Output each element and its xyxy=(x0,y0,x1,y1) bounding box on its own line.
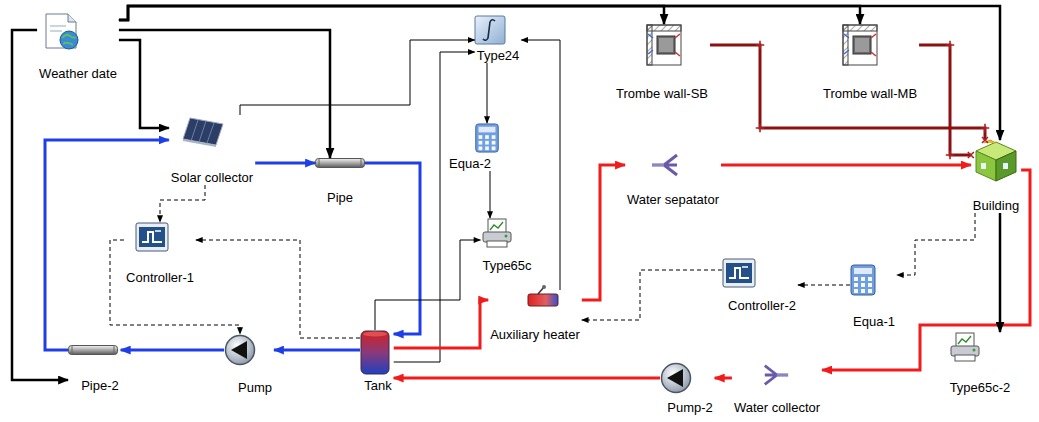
component-block: Controller-2 xyxy=(722,258,798,313)
data-link xyxy=(375,240,480,330)
equation-icon xyxy=(851,265,875,295)
component-block: Type65c xyxy=(480,218,533,273)
component-block: Pump-2 xyxy=(660,362,715,415)
component-label: Controller-1 xyxy=(125,270,195,285)
fluid-pipe xyxy=(255,162,315,165)
component-label: Building xyxy=(972,198,1020,213)
component-label: Pipe xyxy=(326,190,354,205)
component-block: Equa-2 xyxy=(447,123,500,171)
separator-icon xyxy=(652,155,677,175)
component-label: Type65c-2 xyxy=(949,380,1012,395)
component-label: Pump-2 xyxy=(666,400,714,415)
component-block: Trombe wall-MB xyxy=(821,24,919,101)
component-block: Pump xyxy=(224,334,274,395)
component-label: Equa-2 xyxy=(448,156,492,171)
fluid-pipe xyxy=(121,349,224,352)
fluid-pipe xyxy=(394,377,660,380)
building-icon xyxy=(976,140,1016,181)
pipe-icon xyxy=(316,159,365,168)
component-label: Solar collector xyxy=(170,170,254,185)
component-block: Solar collector xyxy=(169,115,255,185)
control-signal xyxy=(196,240,360,338)
fluid-pipe xyxy=(715,377,732,380)
fluid-pipe xyxy=(822,170,1030,370)
data-link xyxy=(999,213,1002,332)
data-link xyxy=(119,40,169,128)
equation-icon xyxy=(476,124,499,152)
component-label: Water collector xyxy=(733,400,821,415)
printer-icon xyxy=(951,333,979,361)
trombe-wall-icon xyxy=(843,25,877,65)
fluid-pipe xyxy=(710,45,985,140)
component-block: Weather date xyxy=(37,13,119,81)
control-signal xyxy=(160,185,205,222)
fluid-pipe xyxy=(45,140,169,350)
component-block: Pipe-2 xyxy=(68,345,121,393)
controller-icon xyxy=(136,223,168,251)
component-block: Equa-1 xyxy=(850,264,897,329)
data-link xyxy=(394,52,475,362)
component-block: Auxiliary heater xyxy=(488,290,582,342)
pump-icon xyxy=(226,336,255,365)
integrator-icon xyxy=(475,16,505,44)
component-block: Type65c-2 xyxy=(948,332,1013,395)
component-block: Pipe xyxy=(315,158,365,205)
component-block: Building xyxy=(971,140,1021,213)
component-block: Tank xyxy=(360,330,394,393)
data-link xyxy=(119,6,664,24)
component-block: Controller-1 xyxy=(124,222,196,285)
data-link xyxy=(119,6,1000,140)
weather-icon xyxy=(46,14,78,49)
data-link xyxy=(12,30,68,380)
fluid-pipe xyxy=(274,349,360,352)
component-label: Type65c xyxy=(481,258,532,273)
component-label: Weather date xyxy=(38,66,118,81)
component-label: Equa-1 xyxy=(852,314,896,329)
fluid-pipe xyxy=(582,165,625,300)
data-link xyxy=(521,40,560,290)
component-label: Tank xyxy=(363,378,392,393)
component-label: Controller-2 xyxy=(727,298,797,313)
component-label: Type24 xyxy=(476,48,521,63)
tank-icon xyxy=(361,331,389,374)
data-link xyxy=(490,171,491,218)
pipe-icon xyxy=(69,346,118,355)
component-block: Type24 xyxy=(475,16,522,63)
component-label: Water sepatator xyxy=(626,192,720,207)
data-link xyxy=(487,63,488,123)
fluid-pipe xyxy=(394,300,488,348)
component-label: Trombe wall-MB xyxy=(822,86,918,101)
component-label: Pipe-2 xyxy=(80,378,120,393)
printer-icon xyxy=(483,219,511,247)
controller-icon xyxy=(723,259,755,287)
component-label: Trombe wall-SB xyxy=(615,86,709,101)
pump-icon xyxy=(662,364,691,393)
heater-icon xyxy=(528,285,558,306)
data-link xyxy=(119,6,860,24)
control-signal xyxy=(798,285,850,286)
collector-icon xyxy=(765,366,788,385)
fluid-pipe xyxy=(365,163,420,334)
control-signal xyxy=(897,213,975,275)
solar-collector-icon xyxy=(183,118,223,147)
component-label: Pump xyxy=(237,380,273,395)
control-signal xyxy=(110,240,240,334)
component-block: Water collector xyxy=(732,362,822,415)
component-block: Water sepatator xyxy=(625,152,721,207)
control-signal xyxy=(582,270,722,320)
component-block: Trombe wall-SB xyxy=(614,24,710,101)
fluid-pipe xyxy=(721,164,971,167)
data-link xyxy=(240,40,475,115)
component-label: Auxiliary heater xyxy=(489,327,581,342)
trombe-wall-icon xyxy=(647,25,681,65)
fluid-pipe xyxy=(919,45,971,155)
